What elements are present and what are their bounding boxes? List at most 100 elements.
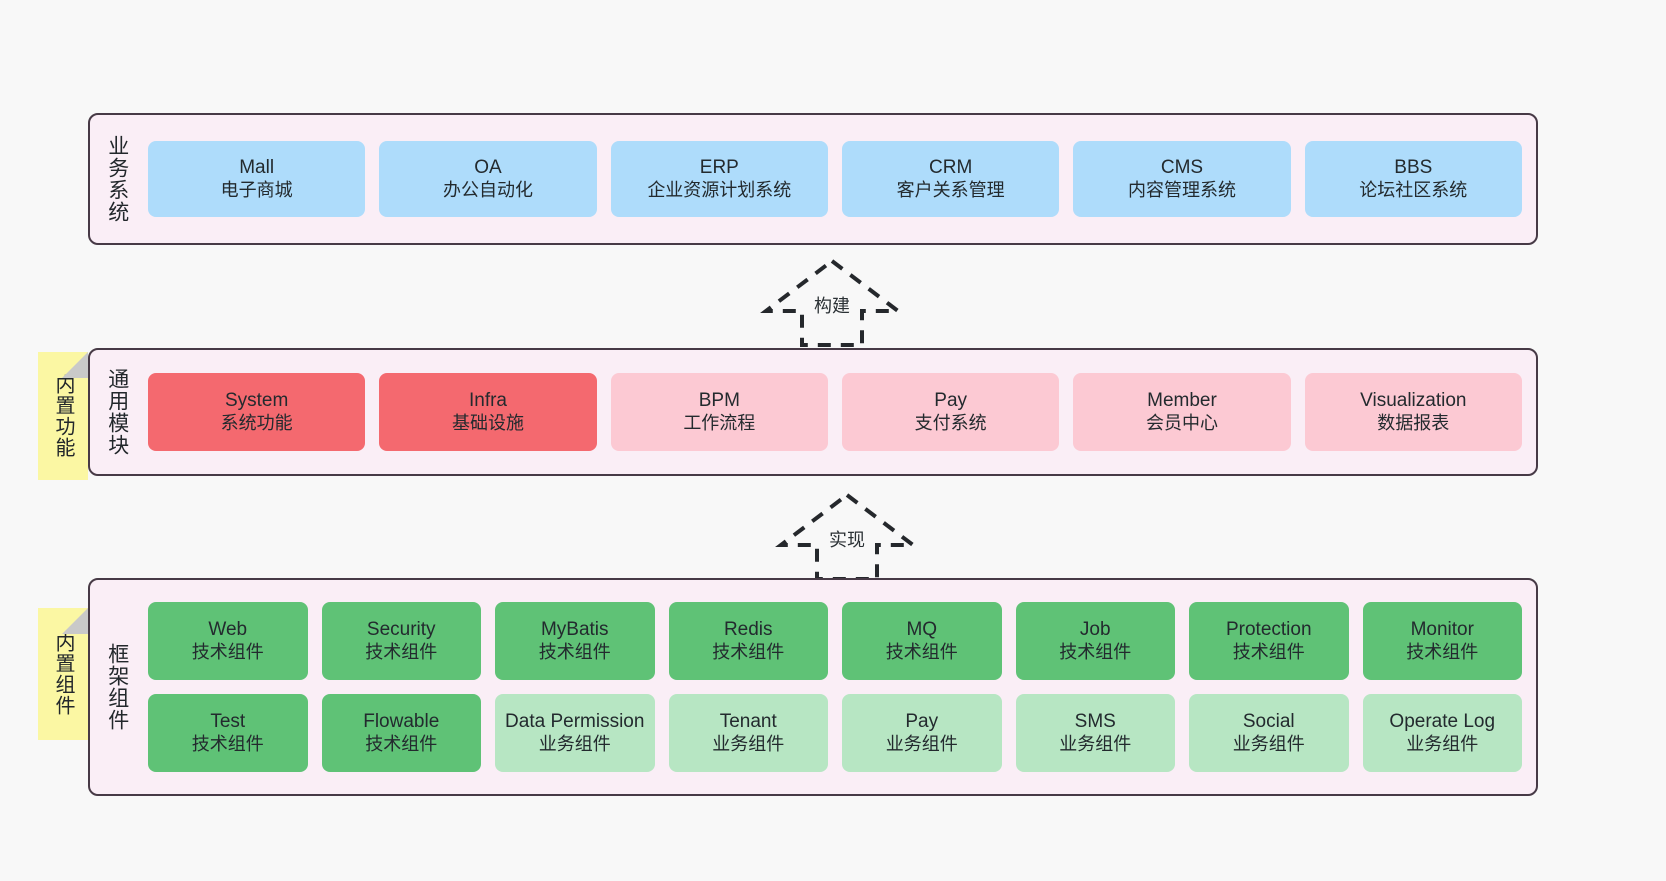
card-flowable[interactable]: Flowable 技术组件 — [321, 694, 481, 772]
card-job[interactable]: Job 技术组件 — [1015, 602, 1175, 680]
card-cms[interactable]: CMS 内容管理系统 — [1073, 141, 1291, 217]
card-system-name: System — [224, 390, 289, 412]
arrow-implement: 实现 — [772, 489, 922, 585]
card-web-name: Web — [208, 619, 248, 641]
card-job-desc: 技术组件 — [1059, 641, 1132, 662]
layer-business-systems: 业务系统 Mall 电子商城 OA 办公自动化 ERP 企业资源计划系统 CRM — [88, 113, 1538, 245]
card-mq-name: MQ — [906, 619, 938, 641]
card-sms-name: SMS — [1074, 711, 1116, 733]
card-data-permission-desc: 业务组件 — [538, 733, 611, 754]
arrow-build: 构建 — [757, 255, 907, 351]
card-member-name: Member — [1147, 390, 1217, 412]
sticky-note-builtin-components: 内置组件 — [38, 608, 88, 740]
card-redis[interactable]: Redis 技术组件 — [668, 602, 828, 680]
card-protection-desc: 技术组件 — [1232, 641, 1305, 662]
card-cms-desc: 内容管理系统 — [1127, 179, 1236, 200]
layer-common-modules: 通用模块 System 系统功能 Infra 基础设施 BPM 工作流程 Pay — [88, 348, 1538, 476]
card-tenant[interactable]: Tenant 业务组件 — [668, 694, 828, 772]
card-row-business: Mall 电子商城 OA 办公自动化 ERP 企业资源计划系统 CRM 客户关系… — [148, 141, 1522, 217]
card-bbs[interactable]: BBS 论坛社区系统 — [1304, 141, 1522, 217]
card-infra-name: Infra — [468, 390, 507, 412]
card-tenant-name: Tenant — [719, 711, 777, 733]
card-flowable-name: Flowable — [363, 711, 440, 733]
card-job-name: Job — [1079, 619, 1111, 641]
card-mall[interactable]: Mall 电子商城 — [148, 141, 366, 217]
card-system-desc: 系统功能 — [220, 412, 293, 433]
card-mybatis-desc: 技术组件 — [538, 641, 611, 662]
card-bpm[interactable]: BPM 工作流程 — [610, 373, 828, 451]
layer-title-framework: 框架组件 — [105, 643, 129, 731]
card-bpm-name: BPM — [698, 390, 740, 412]
sticky-note-builtin-features-label: 内置功能 — [52, 374, 74, 458]
card-member[interactable]: Member 会员中心 — [1073, 373, 1291, 451]
arrow-build-icon — [760, 258, 904, 347]
card-web-desc: 技术组件 — [191, 641, 264, 662]
card-web[interactable]: Web 技术组件 — [148, 602, 308, 680]
card-mall-desc: 电子商城 — [220, 179, 293, 200]
card-visualization-desc: 数据报表 — [1377, 412, 1450, 433]
arrow-implement-icon — [775, 492, 919, 581]
card-social[interactable]: Social 业务组件 — [1189, 694, 1349, 772]
card-test-desc: 技术组件 — [191, 733, 264, 754]
card-pay-module-desc: 支付系统 — [914, 412, 987, 433]
card-test-name: Test — [210, 711, 246, 733]
card-row-common: System 系统功能 Infra 基础设施 BPM 工作流程 Pay 支付系统… — [148, 373, 1522, 451]
card-mybatis[interactable]: MyBatis 技术组件 — [495, 602, 655, 680]
card-pay-component[interactable]: Pay 业务组件 — [842, 694, 1002, 772]
card-tenant-desc: 业务组件 — [712, 733, 785, 754]
card-social-desc: 业务组件 — [1232, 733, 1305, 754]
arrow-implement-label: 实现 — [829, 530, 865, 550]
card-erp-desc: 企业资源计划系统 — [647, 179, 792, 200]
card-mall-name: Mall — [239, 157, 275, 179]
sticky-note-builtin-features: 内置功能 — [38, 352, 88, 480]
card-erp-name: ERP — [699, 157, 739, 179]
card-infra[interactable]: Infra 基础设施 — [379, 373, 597, 451]
card-visualization-name: Visualization — [1360, 390, 1467, 412]
layer-framework-components: 框架组件 Web 技术组件 Security 技术组件 MyBatis 技术组件… — [88, 578, 1538, 796]
card-visualization[interactable]: Visualization 数据报表 — [1304, 373, 1522, 451]
card-protection[interactable]: Protection 技术组件 — [1189, 602, 1349, 680]
card-row-framework-biz: Test 技术组件 Flowable 技术组件 Data Permission … — [148, 694, 1522, 772]
card-operate-log-name: Operate Log — [1389, 711, 1496, 733]
card-sms-desc: 业务组件 — [1059, 733, 1132, 754]
layer-body-framework: Web 技术组件 Security 技术组件 MyBatis 技术组件 Redi… — [140, 580, 1536, 794]
layer-title-business: 业务系统 — [105, 135, 129, 223]
card-pay-module-name: Pay — [934, 390, 968, 412]
layer-body-business: Mall 电子商城 OA 办公自动化 ERP 企业资源计划系统 CRM 客户关系… — [140, 115, 1536, 243]
card-oa-name: OA — [474, 157, 502, 179]
card-data-permission[interactable]: Data Permission 业务组件 — [495, 694, 655, 772]
card-crm-desc: 客户关系管理 — [896, 179, 1005, 200]
card-flowable-desc: 技术组件 — [365, 733, 438, 754]
card-row-framework-tech: Web 技术组件 Security 技术组件 MyBatis 技术组件 Redi… — [148, 602, 1522, 680]
card-pay-module[interactable]: Pay 支付系统 — [841, 373, 1060, 451]
card-monitor-desc: 技术组件 — [1406, 641, 1479, 662]
card-member-desc: 会员中心 — [1145, 412, 1218, 433]
layer-title-common: 通用模块 — [105, 368, 129, 456]
card-data-permission-name: Data Permission — [505, 711, 645, 733]
card-infra-desc: 基础设施 — [451, 412, 524, 433]
card-oa[interactable]: OA 办公自动化 — [379, 141, 597, 217]
card-sms[interactable]: SMS 业务组件 — [1015, 694, 1175, 772]
card-mq-desc: 技术组件 — [885, 641, 958, 662]
card-cms-name: CMS — [1160, 157, 1204, 179]
card-monitor[interactable]: Monitor 技术组件 — [1362, 602, 1522, 680]
card-operate-log-desc: 业务组件 — [1406, 733, 1479, 754]
card-mq[interactable]: MQ 技术组件 — [842, 602, 1002, 680]
sticky-note-builtin-components-label: 内置组件 — [52, 632, 74, 716]
card-pay-component-desc: 业务组件 — [885, 733, 958, 754]
card-test[interactable]: Test 技术组件 — [148, 694, 308, 772]
card-bpm-desc: 工作流程 — [683, 412, 756, 433]
card-security[interactable]: Security 技术组件 — [321, 602, 481, 680]
card-operate-log[interactable]: Operate Log 业务组件 — [1362, 694, 1522, 772]
card-pay-component-name: Pay — [905, 711, 939, 733]
card-system[interactable]: System 系统功能 — [148, 373, 366, 451]
card-security-name: Security — [366, 619, 436, 641]
card-bbs-desc: 论坛社区系统 — [1359, 179, 1468, 200]
card-redis-name: Redis — [723, 619, 773, 641]
card-crm[interactable]: CRM 客户关系管理 — [841, 141, 1060, 217]
card-oa-desc: 办公自动化 — [442, 179, 533, 200]
arrow-build-label: 构建 — [814, 296, 850, 316]
card-erp[interactable]: ERP 企业资源计划系统 — [610, 141, 828, 217]
card-protection-name: Protection — [1225, 619, 1312, 641]
